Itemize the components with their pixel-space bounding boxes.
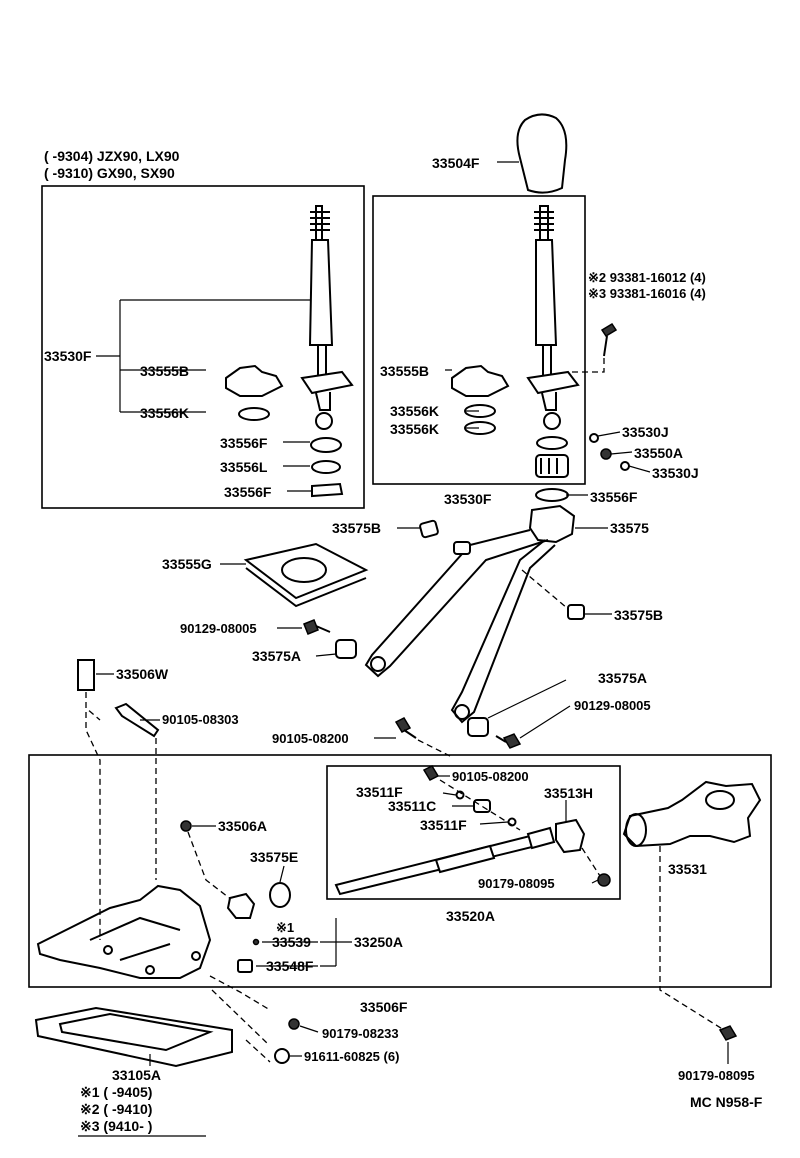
label-33575A-2: 33575A xyxy=(598,670,647,686)
label-90179-08095-b: 90179-08095 xyxy=(678,1068,755,1083)
label-33513H: 33513H xyxy=(544,785,593,801)
lower-housing-frame xyxy=(28,754,772,988)
label-33556K-right-2: 33556K xyxy=(390,421,439,437)
footnote-3: ※3 (9410- ) xyxy=(80,1118,152,1134)
label-33548F: 33548F xyxy=(266,958,314,974)
label-33575E: 33575E xyxy=(250,849,298,865)
left-shift-lever xyxy=(300,205,354,430)
shift-lever-33513h-shape xyxy=(555,818,586,854)
label-33556K-left: 33556K xyxy=(140,405,189,421)
gasket-33105a-shape xyxy=(34,1006,233,1068)
label-33504F: 33504F xyxy=(432,155,480,171)
shift-arm-upper xyxy=(364,529,549,678)
label-90105-08303: 90105-08303 xyxy=(162,712,239,727)
label-33555B-left: 33555B xyxy=(140,363,189,379)
label-33556F-left: 33556F xyxy=(220,435,268,451)
label-93381-16016: ※3 93381-16016 (4) xyxy=(588,286,706,301)
footnote-2: ※2 ( -9410) xyxy=(80,1101,152,1117)
label-90105-08200-b: 90105-08200 xyxy=(452,769,529,784)
label-33506F: 33506F xyxy=(360,999,408,1015)
label-90129-08005-b: 90129-08005 xyxy=(574,698,651,713)
bolt-90105-08303-shape xyxy=(114,702,160,738)
left-lever-frame xyxy=(41,185,365,509)
bolt-90129-a-shape xyxy=(303,619,319,635)
label-33555B-right: 33555B xyxy=(380,363,429,379)
label-33530J-1: 33530J xyxy=(622,424,669,440)
label-33550A: 33550A xyxy=(634,445,683,461)
right-boot xyxy=(451,364,510,397)
boot-plate-shape xyxy=(243,542,369,600)
label-33556K-right-1: 33556K xyxy=(390,403,439,419)
label-33530F-right: 33530F xyxy=(444,491,492,507)
lever-retainer-shape xyxy=(528,504,576,544)
label-33575B-1: 33575B xyxy=(332,520,381,536)
left-boot xyxy=(225,364,284,397)
label-33250A: 33250A xyxy=(354,934,403,950)
label-33539: 33539 xyxy=(272,934,311,950)
label-33556F-left2: 33556F xyxy=(224,484,272,500)
plug-33506w-shape xyxy=(77,659,95,691)
label-33511C: 33511C xyxy=(388,798,436,814)
label-33105A: 33105A xyxy=(112,1067,161,1083)
reference-code: MC N958-F xyxy=(690,1094,763,1110)
label-33511F-2: 33511F xyxy=(420,817,467,833)
lower-shift-housing-shape xyxy=(36,884,212,979)
label-33575B-2: 33575B xyxy=(614,607,663,623)
shift-rod-frame xyxy=(326,765,621,900)
bolt-93381-shape xyxy=(600,322,618,338)
label-90105-08200-a: 90105-08200 xyxy=(272,731,349,746)
label-33530J-2: 33530J xyxy=(652,465,699,481)
label-33556L: 33556L xyxy=(220,459,268,475)
footnote-1: ※1 ( -9405) xyxy=(80,1084,152,1100)
shift-knob-shape xyxy=(516,113,568,194)
bolt-90105-08200-a-shape xyxy=(394,717,412,733)
label-90179-08095-a: 90179-08095 xyxy=(478,876,555,891)
label-91611-60825: 91611-60825 (6) xyxy=(304,1049,399,1064)
right-lever-frame xyxy=(372,195,586,485)
label-90129-08005-a: 90129-08005 xyxy=(180,621,257,636)
label-33555G: 33555G xyxy=(162,556,212,572)
shift-arm-lower xyxy=(450,539,556,724)
label-33520A: 33520A xyxy=(446,908,495,924)
label-90179-08233: 90179-08233 xyxy=(322,1026,399,1041)
bolt-90129-b-shape xyxy=(502,733,522,749)
label-33530F-left: 33530F xyxy=(44,348,92,364)
label-33539-mark: ※1 xyxy=(276,920,294,935)
note-gx90: ( -9310) GX90, SX90 xyxy=(44,165,175,181)
label-33506W: 33506W xyxy=(116,666,169,682)
label-33511F-1: 33511F xyxy=(356,784,403,800)
shift-housing-33531-shape xyxy=(622,780,762,848)
label-33575: 33575 xyxy=(610,520,649,536)
right-shift-lever xyxy=(526,205,580,430)
label-33506A: 33506A xyxy=(218,818,267,834)
bolt-90105-08200-b-shape xyxy=(422,765,440,781)
label-33531: 33531 xyxy=(668,861,707,877)
label-33556F-right: 33556F xyxy=(590,489,638,505)
label-93381-16012: ※2 93381-16012 (4) xyxy=(588,270,706,285)
joint-shape xyxy=(226,892,256,919)
note-jzx90: ( -9304) JZX90, LX90 xyxy=(44,148,180,164)
label-33575A-1: 33575A xyxy=(252,648,301,664)
